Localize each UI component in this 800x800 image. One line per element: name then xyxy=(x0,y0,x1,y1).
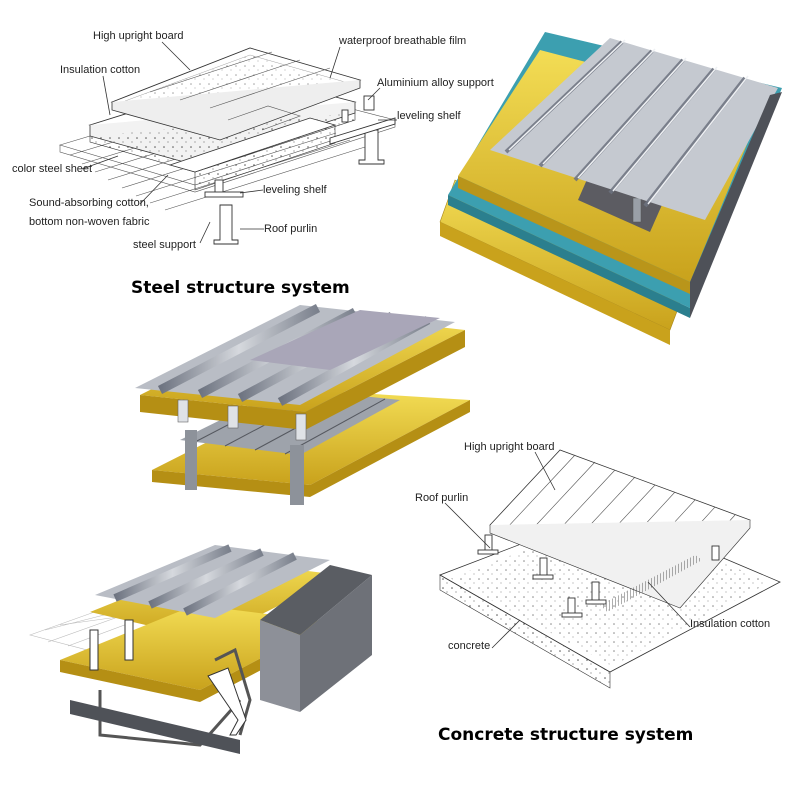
concrete-structure-drawing: High upright board Roof purlin Insulatio… xyxy=(415,441,781,745)
label-color-steel-sheet: color steel sheet xyxy=(12,163,92,175)
label-aluminium-support: Aluminium alloy support xyxy=(377,77,494,89)
label-sound-absorbing-2: bottom non-woven fabric xyxy=(29,216,150,228)
label-high-upright-board: High upright board xyxy=(93,30,184,42)
concrete-structure-title: Concrete structure system xyxy=(438,725,693,745)
label-concrete: concrete xyxy=(448,640,490,652)
label-waterproof-film: waterproof breathable film xyxy=(338,35,466,47)
label-high-upright-board-concrete: High upright board xyxy=(464,441,555,453)
render-steel-layered xyxy=(135,304,470,505)
steel-structure-title: Steel structure system xyxy=(131,278,350,298)
label-leveling-shelf-top: leveling shelf xyxy=(397,110,462,122)
label-insulation-cotton-concrete: Insulation cotton xyxy=(690,618,770,630)
label-sound-absorbing-1: Sound-absorbing cotton, xyxy=(29,197,149,209)
label-leveling-shelf-mid: leveling shelf xyxy=(263,184,328,196)
render-steel-gutter xyxy=(28,544,372,754)
render-steel-teal xyxy=(439,32,782,345)
label-steel-support: steel support xyxy=(133,239,196,251)
label-roof-purlin-concrete: Roof purlin xyxy=(415,492,468,504)
label-roof-purlin-steel: Roof purlin xyxy=(264,223,317,235)
steel-structure-drawing: High upright board waterproof breathable… xyxy=(12,30,494,298)
label-insulation-cotton: Insulation cotton xyxy=(60,64,140,76)
